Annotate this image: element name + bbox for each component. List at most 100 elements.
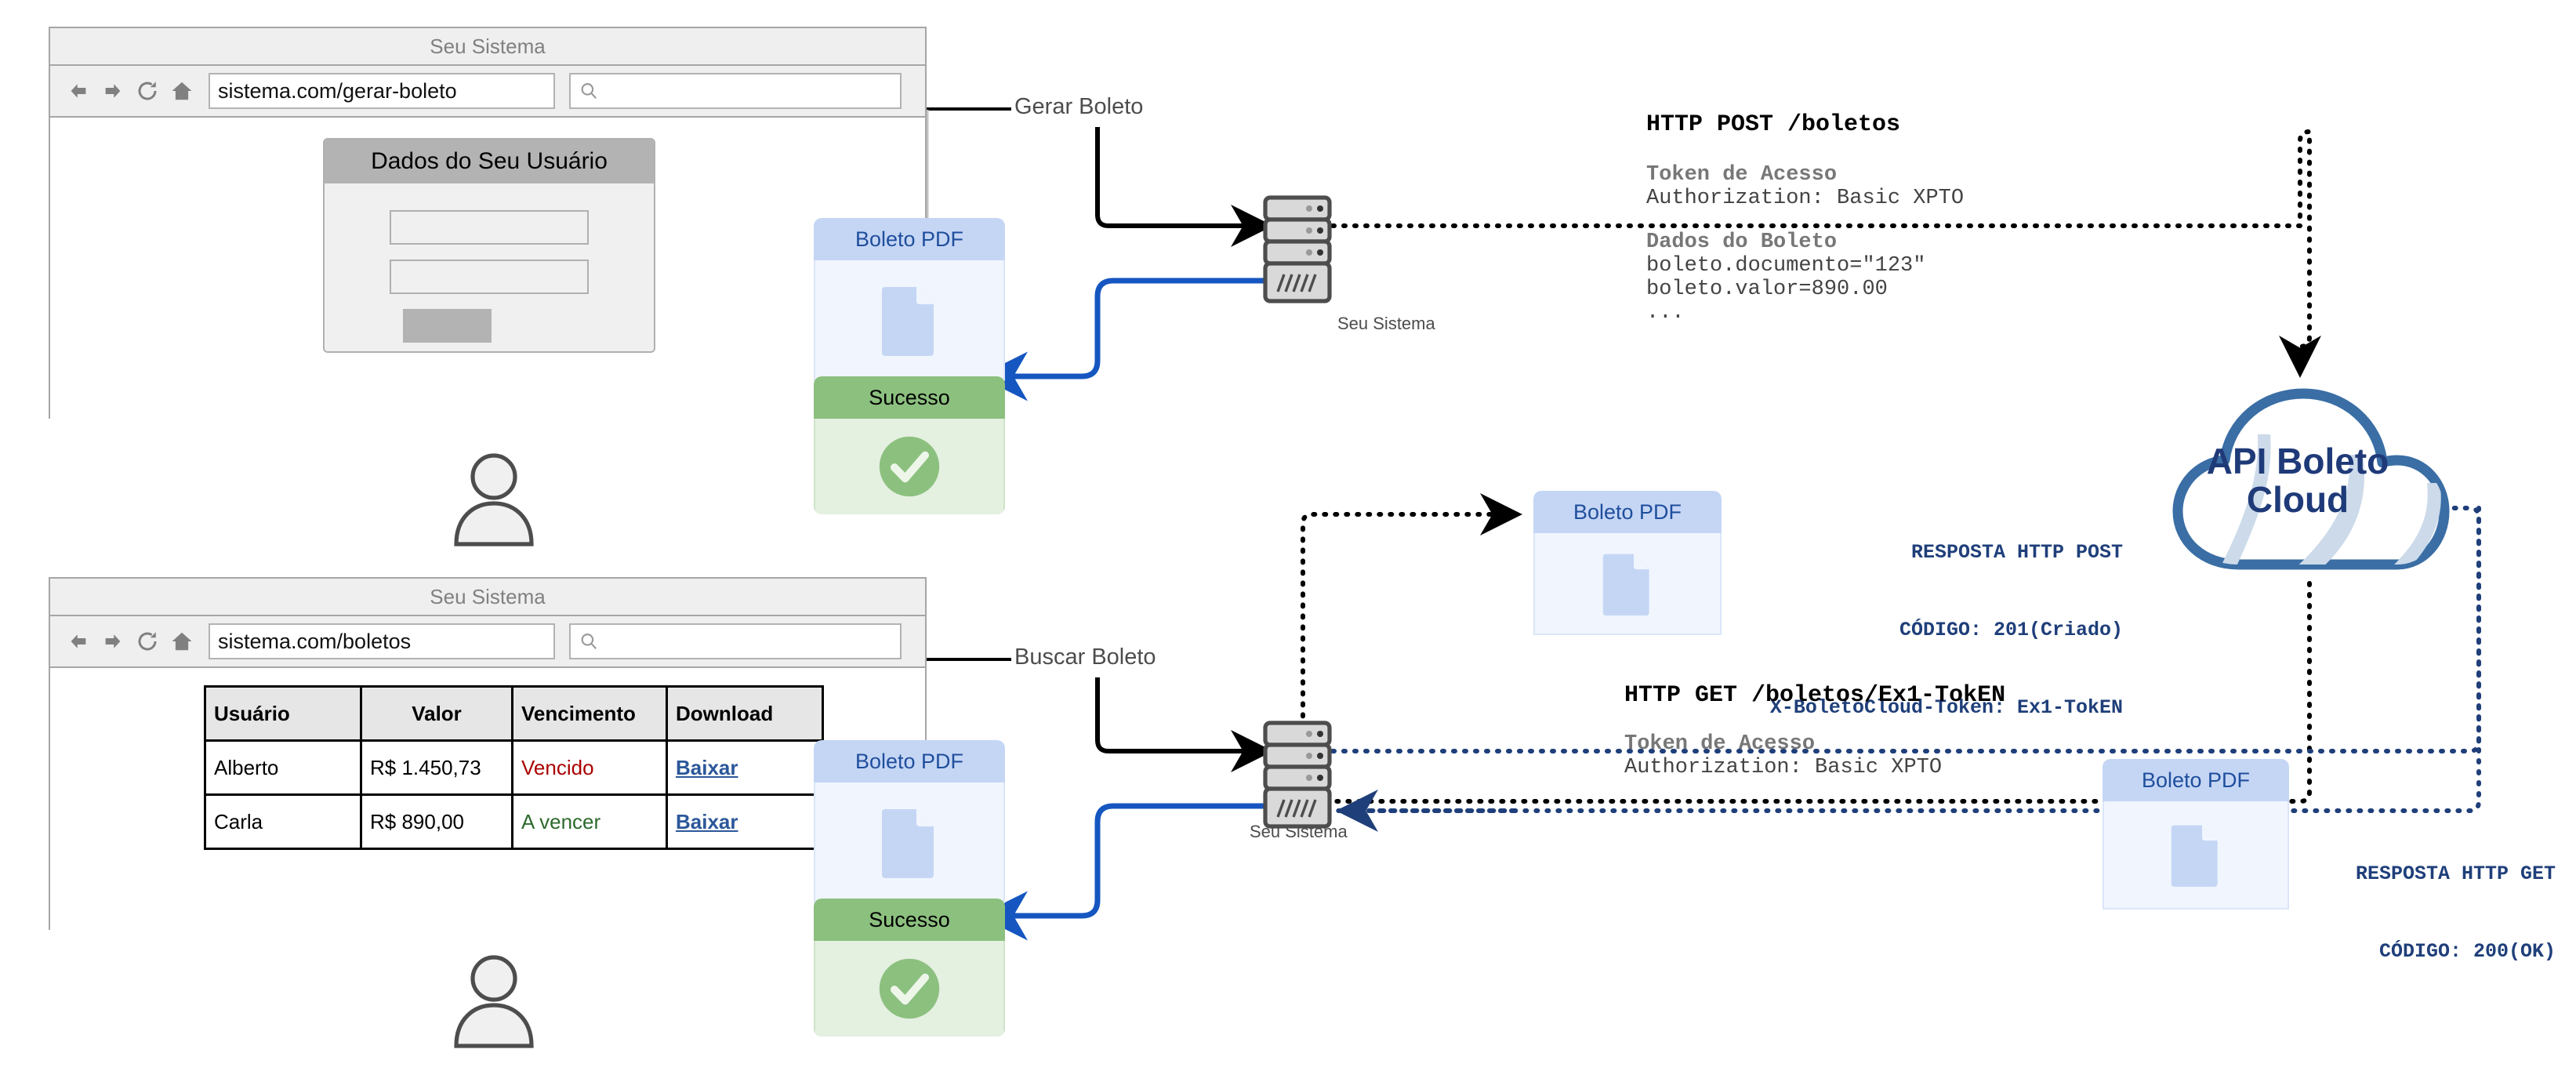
reload-icon[interactable] xyxy=(130,75,165,107)
post-token-label: Token de Acesso xyxy=(1646,163,1838,187)
download-link[interactable]: Baixar xyxy=(676,809,738,833)
url-input-top[interactable]: sistema.com/gerar-boleto xyxy=(209,73,555,109)
browser-title-top: Seu Sistema xyxy=(50,28,925,66)
table-row: Alberto R$ 1.450,73 Vencido Baixar xyxy=(204,739,824,796)
boleto-pdf-card-body-bottom xyxy=(814,782,1005,903)
pdf-document-icon xyxy=(882,287,934,356)
reload-icon[interactable] xyxy=(130,626,165,657)
cell-vencimento: Vencido xyxy=(511,739,668,796)
server-top-label: Seu Sistema xyxy=(1337,314,1435,333)
post-dados-line-3: ... xyxy=(1646,301,1685,325)
th-vencimento: Vencimento xyxy=(511,685,668,742)
back-arrow-icon[interactable] xyxy=(61,75,96,107)
user-avatar-top xyxy=(439,447,549,553)
get-response-line-2: CÓDIGO: 200(OK) xyxy=(2378,940,2556,963)
browser-body-top: Dados do Seu Usuário xyxy=(50,118,925,420)
http-get-title: HTTP GET /boletos/Ex1-TokEN xyxy=(1624,682,2006,709)
http-post-request-block: HTTP POST /boletos Token de Acesso Autho… xyxy=(1646,111,1964,325)
browser-body-bottom: Usuário Valor Vencimento Download Albert… xyxy=(50,668,925,931)
browser-toolbar-top: sistema.com/gerar-boleto xyxy=(50,66,925,118)
search-input-top[interactable] xyxy=(569,73,902,109)
post-dados-line-1: boleto.documento="123" xyxy=(1646,254,1926,278)
label-buscar-boleto: Buscar Boleto xyxy=(1014,644,1156,670)
post-token-value: Authorization: Basic XPTO xyxy=(1646,187,1965,210)
post-dados-line-2: boleto.valor=890.00 xyxy=(1646,278,1888,301)
server-rack-icon xyxy=(1263,195,1332,303)
server-top xyxy=(1262,194,1333,308)
cell-valor: R$ 1.450,73 xyxy=(360,739,513,796)
cloud-label: API Boleto Cloud xyxy=(2176,442,2419,519)
browser-title-bottom: Seu Sistema xyxy=(50,579,925,616)
cell-valor: R$ 890,00 xyxy=(360,793,513,850)
post-response-line-1: RESPOSTA HTTP POST xyxy=(1910,541,2123,564)
label-gerar-boleto: Gerar Boleto xyxy=(1014,94,1144,119)
sucesso-card-top: Sucesso xyxy=(814,376,1005,514)
boleto-pdf-card-title: Boleto PDF xyxy=(814,218,1005,260)
boleto-pdf-card-get-response: Boleto PDF xyxy=(2103,759,2289,836)
status-badge-overdue: Vencido xyxy=(521,755,594,779)
sucesso-card-bottom: Sucesso xyxy=(814,899,1005,1037)
back-arrow-icon[interactable] xyxy=(61,626,96,657)
boleto-pdf-card-top: Boleto PDF xyxy=(814,218,1005,296)
cell-usuario: Alberto xyxy=(204,739,362,796)
post-dados-label: Dados do Boleto xyxy=(1646,231,1838,254)
user-data-form-card: Dados do Seu Usuário xyxy=(323,138,655,353)
form-submit-button[interactable] xyxy=(403,309,492,343)
cloud-label-line-2: Cloud xyxy=(2246,478,2349,520)
user-avatar-icon xyxy=(454,453,534,546)
form-field-2[interactable] xyxy=(390,260,589,294)
forward-arrow-icon[interactable] xyxy=(96,75,130,107)
url-input-bottom[interactable]: sistema.com/boletos xyxy=(209,623,555,659)
get-token-value: Authorization: Basic XPTO xyxy=(1624,756,1943,779)
home-icon[interactable] xyxy=(165,626,199,657)
sucesso-card-body xyxy=(814,941,1005,1037)
th-valor: Valor xyxy=(360,685,513,742)
boleto-pdf-card-get-response-body xyxy=(2103,801,2289,910)
api-boleto-cloud: API Boleto Cloud xyxy=(2154,367,2468,594)
cell-usuario: Carla xyxy=(204,793,362,850)
boleto-pdf-card-title: Boleto PDF xyxy=(814,740,1005,782)
table-row: Carla R$ 890,00 A vencer Baixar xyxy=(204,793,824,850)
home-icon[interactable] xyxy=(165,75,199,107)
search-input-bottom[interactable] xyxy=(569,623,902,659)
boleto-pdf-card-bottom: Boleto PDF xyxy=(814,740,1005,819)
browser-window-bottom: Seu Sistema sistema.com/boletos xyxy=(49,577,927,931)
user-avatar-bottom xyxy=(439,949,549,1055)
get-token-label: Token de Acesso xyxy=(1624,732,1816,756)
search-icon xyxy=(581,83,597,99)
server-rack-icon xyxy=(1263,721,1332,829)
search-icon xyxy=(581,634,597,649)
browser-window-top: Seu Sistema sistema.com/gerar-boleto xyxy=(49,27,927,420)
form-card-body xyxy=(325,183,654,351)
table-header-row: Usuário Valor Vencimento Download xyxy=(204,685,824,742)
download-link[interactable]: Baixar xyxy=(676,755,738,779)
boleto-pdf-card-post-response: Boleto PDF xyxy=(1533,491,1722,568)
boleto-pdf-card-title: Boleto PDF xyxy=(2103,759,2289,801)
pdf-document-icon xyxy=(882,809,934,878)
sucesso-card-body xyxy=(814,419,1005,514)
cell-download: Baixar xyxy=(666,739,824,796)
http-get-response-block: RESPOSTA HTTP GET CÓDIGO: 200(OK) xyxy=(2242,809,2556,1016)
post-response-line-2: CÓDIGO: 201(Criado) xyxy=(1899,619,2123,641)
forward-arrow-icon[interactable] xyxy=(96,626,130,657)
cell-download: Baixar xyxy=(666,793,824,850)
boletos-table: Usuário Valor Vencimento Download Albert… xyxy=(204,685,824,850)
server-bottom xyxy=(1262,720,1333,833)
check-circle-icon xyxy=(879,436,940,497)
boleto-pdf-card-title: Boleto PDF xyxy=(1533,491,1722,533)
check-circle-icon xyxy=(879,958,940,1019)
cloud-label-line-1: API Boleto xyxy=(2206,441,2389,481)
status-badge-pending: A vencer xyxy=(521,809,601,833)
pdf-document-icon xyxy=(1602,554,1649,615)
post-response-line-3: X-BoletoCloud-Token: Ex1-TokEN xyxy=(1769,696,2123,719)
http-post-response-block: RESPOSTA HTTP POST CÓDIGO: 201(Criado) X… xyxy=(1700,488,2123,772)
cell-vencimento: A vencer xyxy=(511,793,668,850)
form-field-1[interactable] xyxy=(390,210,589,245)
server-bottom-label: Seu Sistema xyxy=(1250,822,1348,841)
th-download: Download xyxy=(666,685,824,742)
form-card-title: Dados do Seu Usuário xyxy=(325,140,654,183)
boleto-pdf-card-post-response-body xyxy=(1533,533,1722,635)
th-usuario: Usuário xyxy=(204,685,362,742)
cloud-shape-icon xyxy=(2172,388,2450,570)
